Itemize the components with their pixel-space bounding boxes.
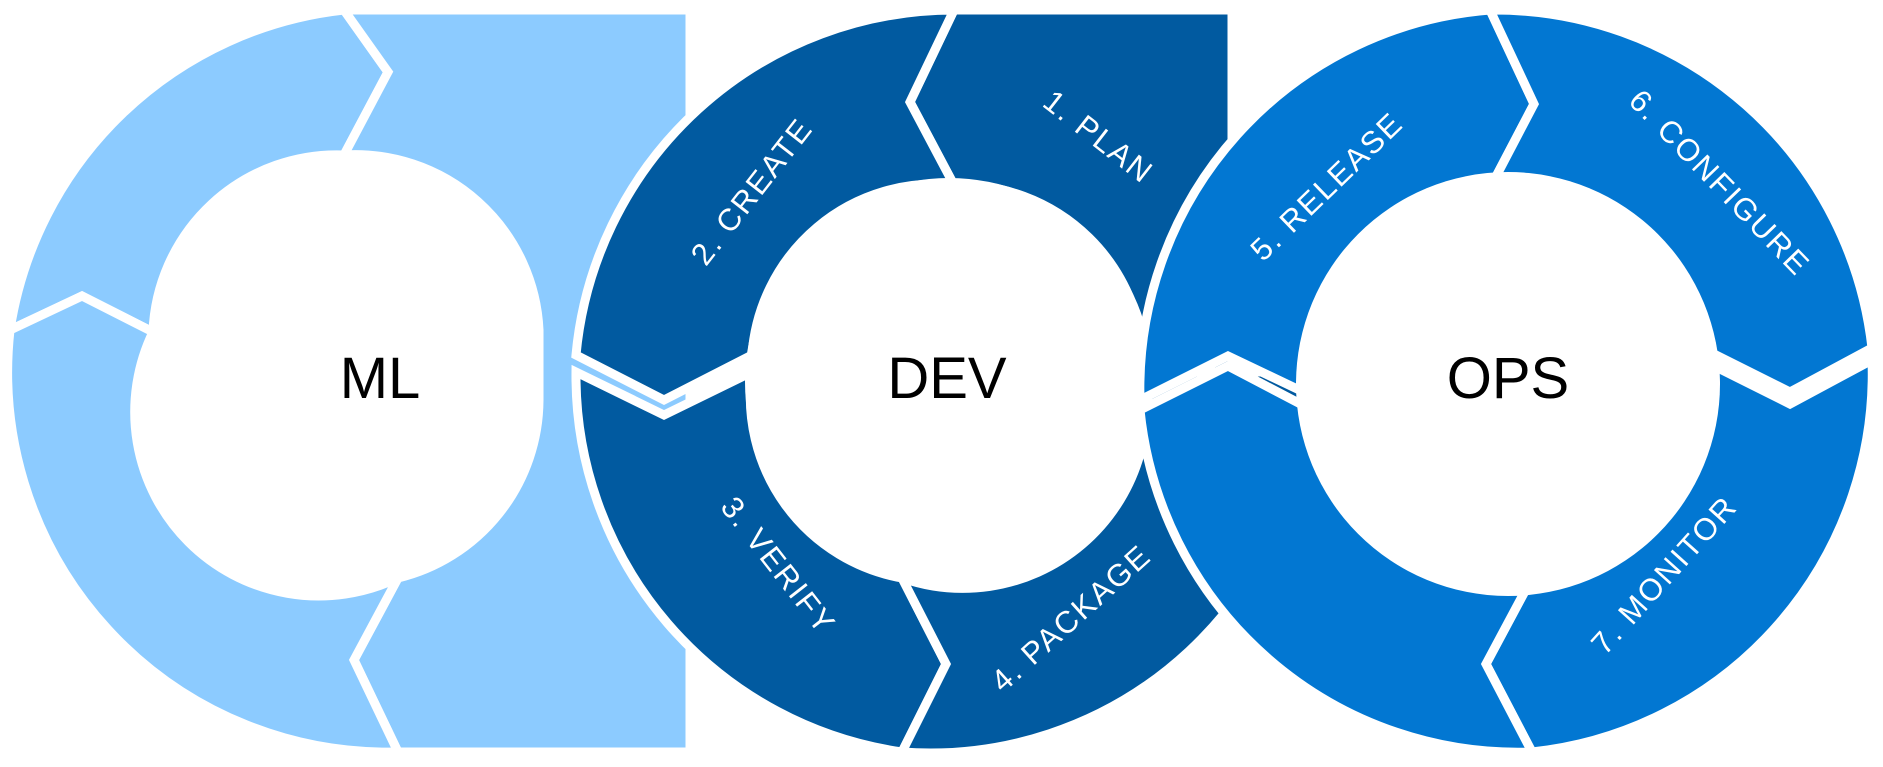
dev-ring-hole — [745, 178, 1153, 586]
ml-ring-segment-top — [4, 5, 394, 340]
ops-ring — [1135, 5, 1877, 757]
ml-ring — [3, 5, 695, 757]
ml-ring-segment-right — [335, 5, 695, 757]
ml-ring-segment-bottom — [3, 290, 409, 757]
dev-ring — [571, 5, 1315, 758]
ml-center-label: ML — [340, 346, 421, 411]
ops-center-label: OPS — [1447, 346, 1570, 411]
ops-ring-hole — [1296, 172, 1720, 596]
dev-center-label: DEV — [887, 346, 1007, 411]
